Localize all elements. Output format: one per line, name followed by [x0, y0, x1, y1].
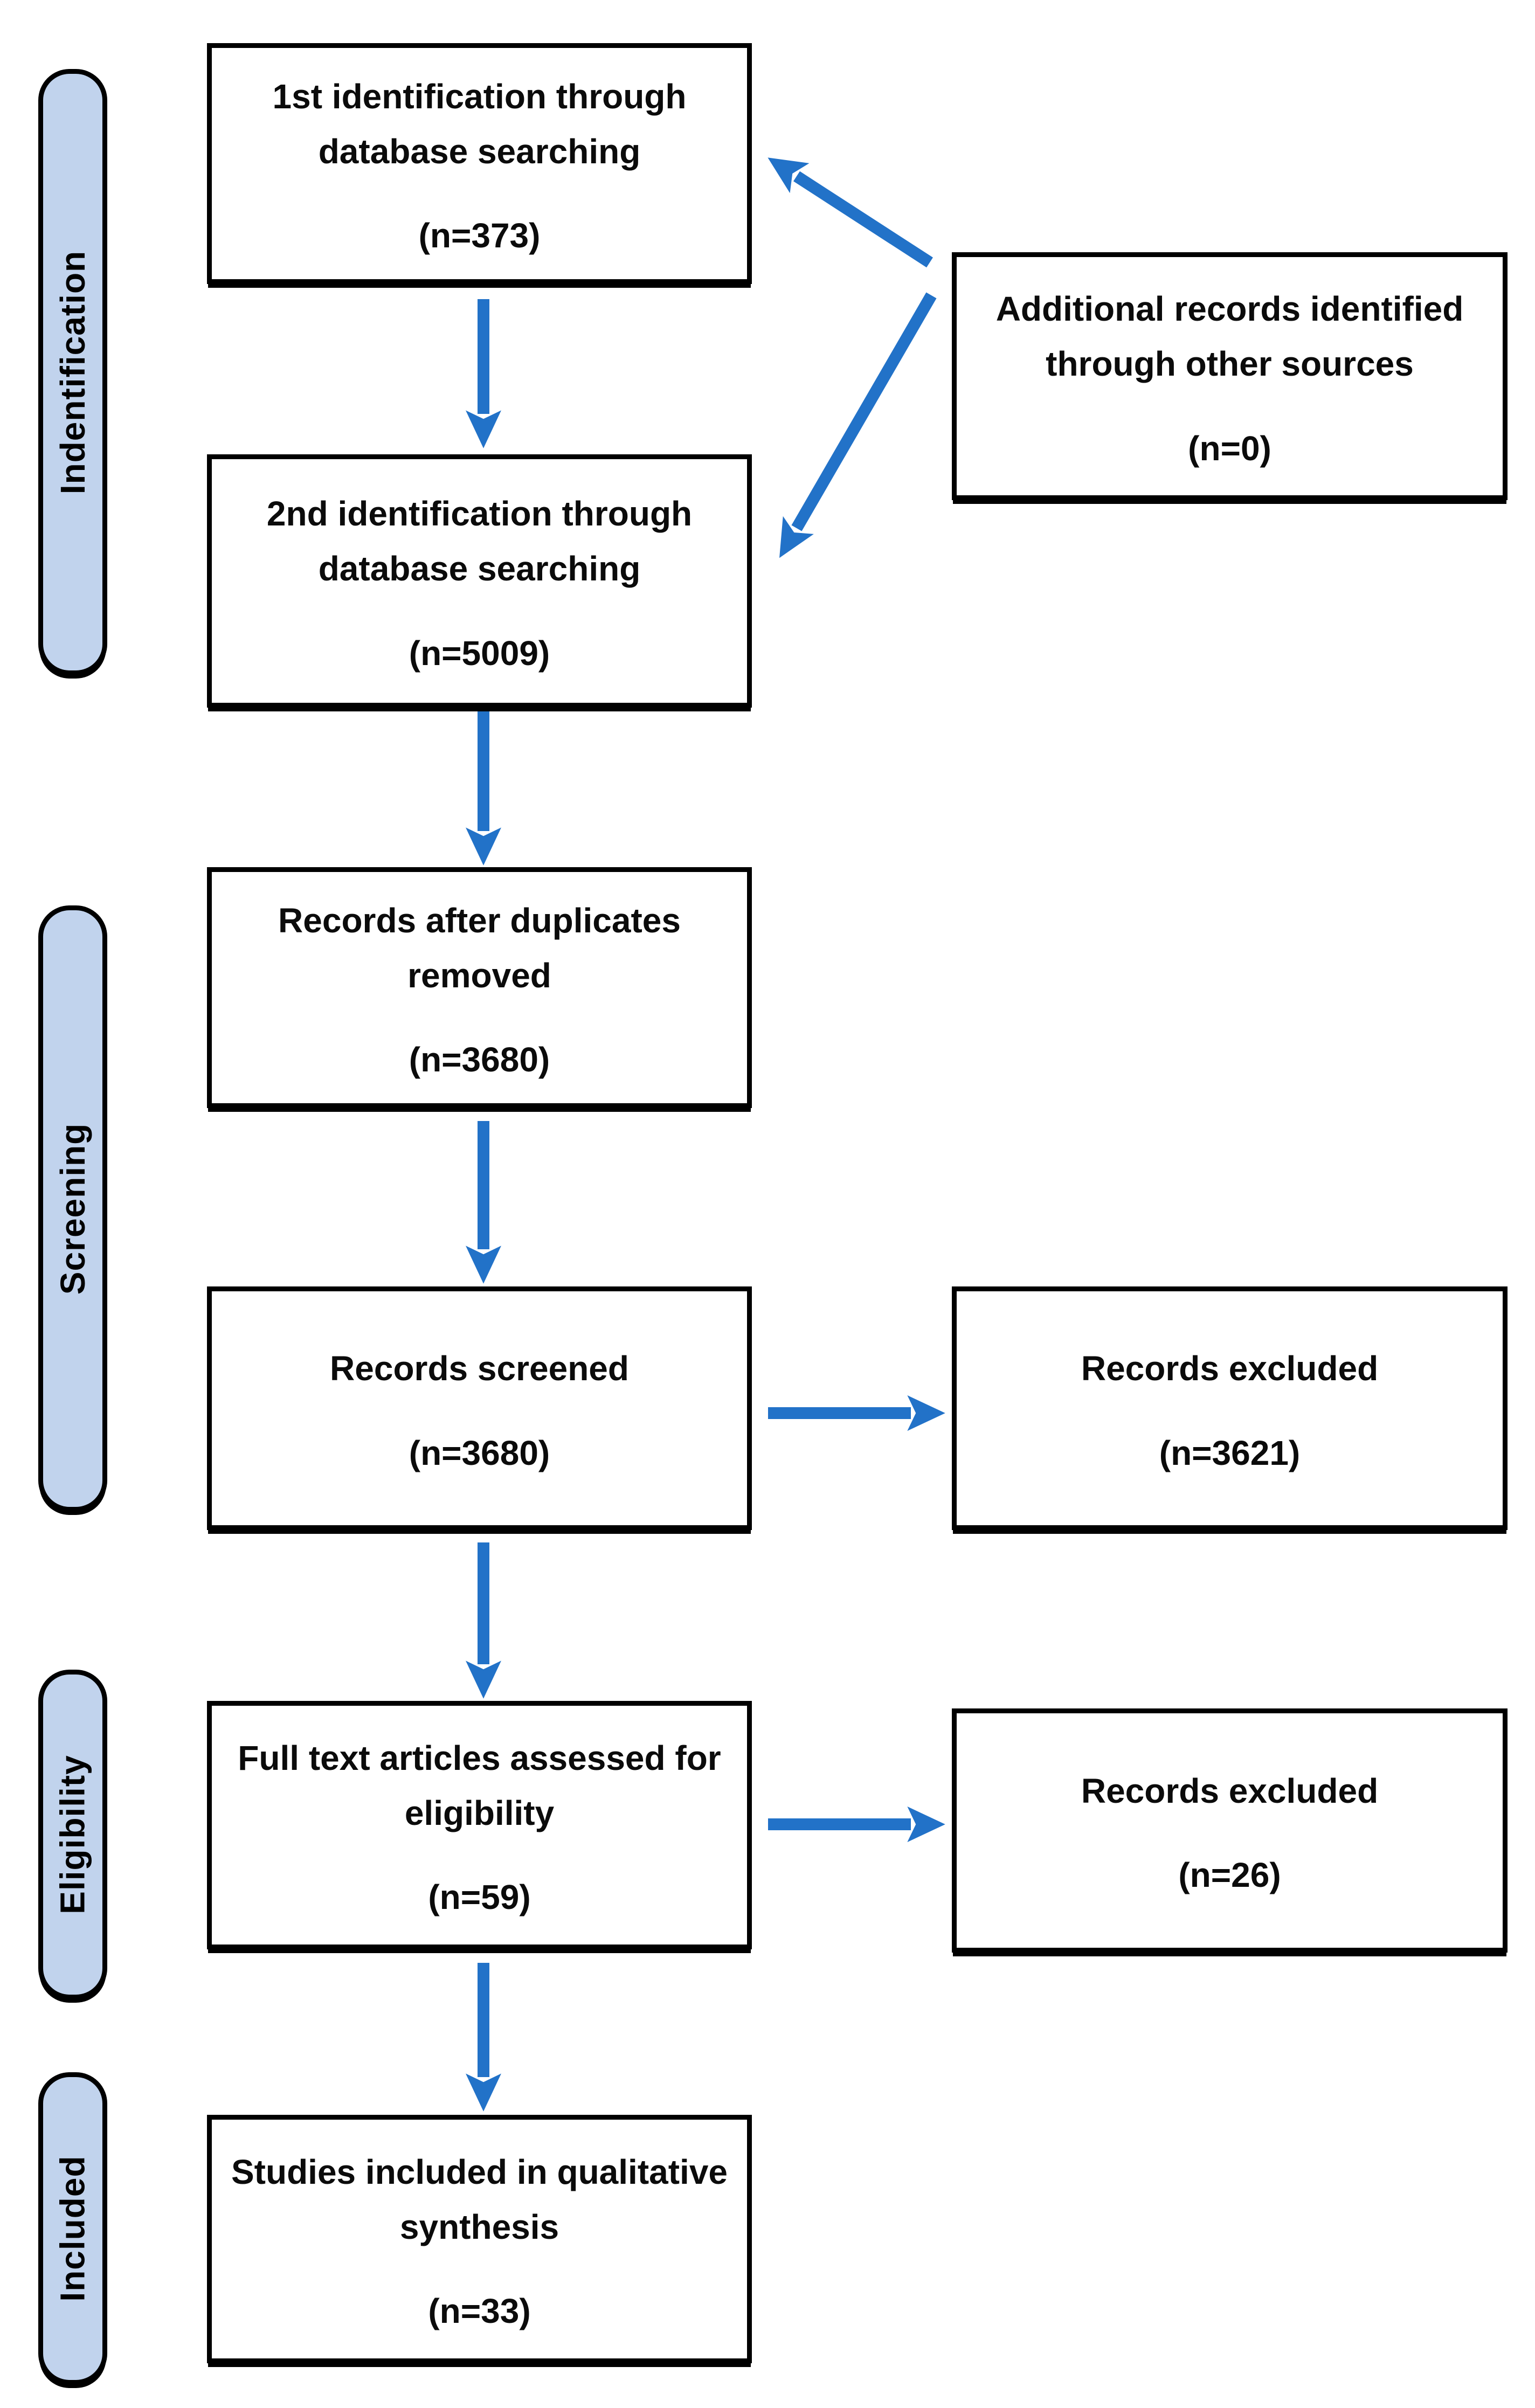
box-second-identification-title: 2nd identification through database sear… — [266, 494, 693, 589]
box-studies-included-title: Studies included in qualitative synthesi… — [231, 2152, 728, 2246]
box-records-excluded-eligibility: Records excluded (n=26) — [952, 1708, 1508, 1953]
box-records-excluded-screening-count: (n=3621) — [1159, 1433, 1301, 1472]
box-full-text-assessed-title: Full text articles assessed for eligibil… — [238, 1738, 721, 1832]
box-second-identification: 2nd identification through database sear… — [207, 454, 752, 708]
stage-screening-label: Screening — [53, 1123, 92, 1295]
arrow-additional-to-second — [779, 292, 937, 558]
stage-identification: Indentification — [38, 69, 107, 675]
box-first-identification: 1st identification through database sear… — [207, 43, 752, 284]
box-additional-records-count: (n=0) — [1188, 428, 1271, 468]
box-records-screened-count: (n=3680) — [409, 1433, 550, 1472]
stage-included-label: Included — [53, 2155, 92, 2302]
box-records-excluded-eligibility-count: (n=26) — [1178, 1856, 1281, 1895]
stage-identification-label: Indentification — [53, 250, 92, 494]
box-duplicates-removed-count: (n=3680) — [409, 1040, 550, 1080]
stage-eligibility-label: Eligibility — [53, 1755, 92, 1914]
box-records-screened: Records screened (n=3680) — [207, 1286, 752, 1530]
box-second-identification-count: (n=5009) — [409, 633, 550, 673]
box-additional-records: Additional records identified through ot… — [952, 252, 1508, 500]
box-studies-included: Studies included in qualitative synthesi… — [207, 2115, 752, 2363]
box-first-identification-title: 1st identification through database sear… — [272, 77, 687, 171]
box-studies-included-count: (n=33) — [428, 2292, 531, 2331]
stage-eligibility: Eligibility — [38, 1670, 107, 1999]
box-records-excluded-screening-title: Records excluded — [1081, 1349, 1379, 1388]
box-duplicates-removed-title: Records after duplicates removed — [278, 901, 681, 995]
box-duplicates-removed: Records after duplicates removed (n=3680… — [207, 867, 752, 1108]
stage-included: Included — [38, 2072, 107, 2385]
stage-screening: Screening — [38, 905, 107, 1512]
box-records-screened-title: Records screened — [330, 1349, 629, 1388]
box-additional-records-title: Additional records identified through ot… — [995, 289, 1464, 384]
arrow-additional-to-first — [768, 157, 933, 268]
box-records-excluded-screening: Records excluded (n=3621) — [952, 1286, 1508, 1530]
box-full-text-assessed: Full text articles assessed for eligibil… — [207, 1701, 752, 1949]
box-full-text-assessed-count: (n=59) — [428, 1878, 531, 1917]
box-records-excluded-eligibility-title: Records excluded — [1081, 1771, 1379, 1810]
box-first-identification-count: (n=373) — [418, 216, 541, 255]
